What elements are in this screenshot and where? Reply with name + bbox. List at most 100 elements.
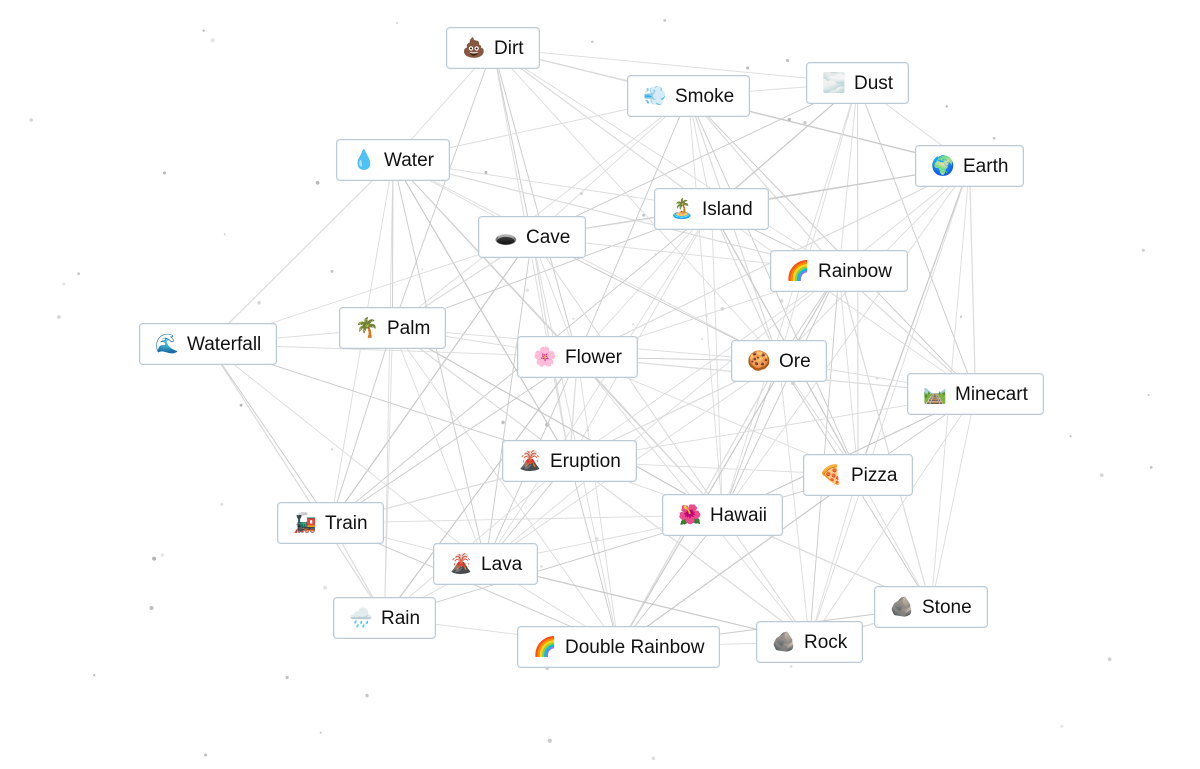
background-dot — [29, 118, 33, 122]
connection-line — [809, 165, 970, 643]
element-dust[interactable]: 🌫️ Dust — [806, 62, 910, 104]
connection-line — [711, 208, 723, 516]
connection-line — [809, 474, 859, 643]
element-water[interactable]: 💧 Water — [336, 139, 450, 181]
connection-line — [722, 514, 810, 643]
element-minecart[interactable]: 🛤️ Minecart — [907, 373, 1044, 415]
element-hawaii[interactable]: 🌺 Hawaii — [662, 494, 784, 536]
connection-line — [569, 460, 810, 643]
background-dot — [789, 665, 793, 668]
connection-line — [392, 327, 570, 462]
connection-line — [710, 208, 780, 362]
connection-line — [384, 356, 578, 619]
connection-line — [492, 47, 578, 358]
element-label: Island — [702, 198, 753, 220]
element-label: Train — [325, 512, 368, 534]
background-dot — [632, 323, 635, 326]
element-island[interactable]: 🏝️ Island — [654, 188, 769, 230]
volcano-icon: 🌋 — [449, 552, 473, 575]
element-label: Rain — [381, 607, 421, 629]
element-label: Stone — [922, 596, 972, 618]
element-waterfall[interactable]: 🌊 Waterfall — [139, 323, 278, 365]
element-dirt[interactable]: 💩 Dirt — [446, 27, 540, 69]
element-label: Hawaii — [710, 504, 768, 526]
element-rock[interactable]: 🪨 Rock — [756, 621, 864, 663]
element-earth[interactable]: 🌍 Earth — [915, 145, 1025, 187]
element-smoke[interactable]: 💨 Smoke — [627, 75, 751, 117]
rainbow-icon: 🌈 — [786, 259, 810, 282]
connection-line — [492, 47, 780, 362]
background-dot — [1141, 248, 1145, 252]
background-dot — [285, 675, 289, 680]
background-dot — [220, 503, 224, 506]
connection-line — [688, 95, 976, 395]
connection-line — [838, 270, 932, 608]
connection-line — [330, 327, 393, 524]
background-dot — [591, 40, 594, 44]
element-lava[interactable]: 🌋 Lava — [433, 543, 539, 585]
element-train[interactable]: 🚂 Train — [277, 502, 384, 544]
connection-line — [384, 159, 394, 619]
element-eruption[interactable]: 🌋 Eruption — [502, 440, 637, 482]
element-label: Water — [384, 149, 434, 171]
background-dot — [746, 66, 750, 70]
connection-line — [569, 208, 712, 462]
element-ore[interactable]: 🍪 Ore — [731, 340, 827, 382]
background-dot — [1147, 394, 1150, 396]
background-dot — [323, 585, 328, 590]
rain-cloud-icon: 🌧️ — [349, 606, 373, 629]
element-rain[interactable]: 🌧️ Rain — [333, 597, 437, 639]
connection-line — [569, 270, 840, 462]
connection-line — [492, 47, 840, 272]
element-cave[interactable]: 🕳️ Cave — [478, 216, 587, 258]
connection-line — [207, 159, 394, 345]
connection-line — [722, 82, 858, 516]
element-pizza[interactable]: 🍕 Pizza — [803, 454, 914, 496]
cookie-icon: 🍪 — [747, 349, 771, 372]
element-double-rainbow[interactable]: 🌈 Double Rainbow — [517, 626, 721, 668]
background-dot — [319, 731, 322, 734]
connection-line — [618, 514, 723, 648]
element-palm[interactable]: 🌴 Palm — [339, 307, 447, 349]
element-flower[interactable]: 🌸 Flower — [517, 336, 639, 378]
element-label: Lava — [481, 553, 523, 575]
element-label: Palm — [387, 317, 431, 339]
background-dot — [960, 315, 963, 318]
background-dot — [651, 756, 656, 761]
background-dot — [330, 270, 334, 273]
connection-line — [392, 327, 723, 516]
connection-line — [207, 343, 486, 565]
background-dot — [1107, 657, 1112, 662]
volcano-icon: 🌋 — [518, 449, 542, 472]
background-dot — [239, 403, 243, 407]
connection-line — [618, 474, 859, 648]
connection-line — [392, 159, 486, 565]
connection-line — [207, 343, 386, 619]
connection-line — [577, 208, 712, 358]
palm-tree-icon: 🌴 — [355, 316, 379, 339]
background-dot — [331, 448, 334, 451]
background-dot — [1149, 466, 1153, 469]
background-dot — [540, 565, 543, 568]
connection-line — [330, 236, 533, 524]
connection-line — [577, 356, 723, 516]
connection-line — [392, 95, 689, 329]
connection-line — [531, 82, 858, 238]
element-stone[interactable]: 🪨 Stone — [874, 586, 988, 628]
background-dot — [396, 21, 399, 25]
connection-line — [207, 343, 331, 524]
element-label: Double Rainbow — [565, 636, 705, 658]
cave-hole-icon: 🕳️ — [494, 225, 518, 248]
connection-line — [384, 460, 570, 619]
background-dot — [210, 38, 215, 43]
cherry-blossom-icon: 🌸 — [533, 345, 557, 368]
connection-line — [485, 236, 533, 565]
background-dot — [700, 337, 704, 341]
background-dot — [663, 19, 667, 22]
background-dot — [163, 171, 166, 175]
rainbow-icon: 🌈 — [533, 635, 557, 658]
element-rainbow[interactable]: 🌈 Rainbow — [770, 250, 908, 292]
smoke-icon: 💨 — [643, 84, 667, 107]
background-dot — [945, 105, 948, 108]
